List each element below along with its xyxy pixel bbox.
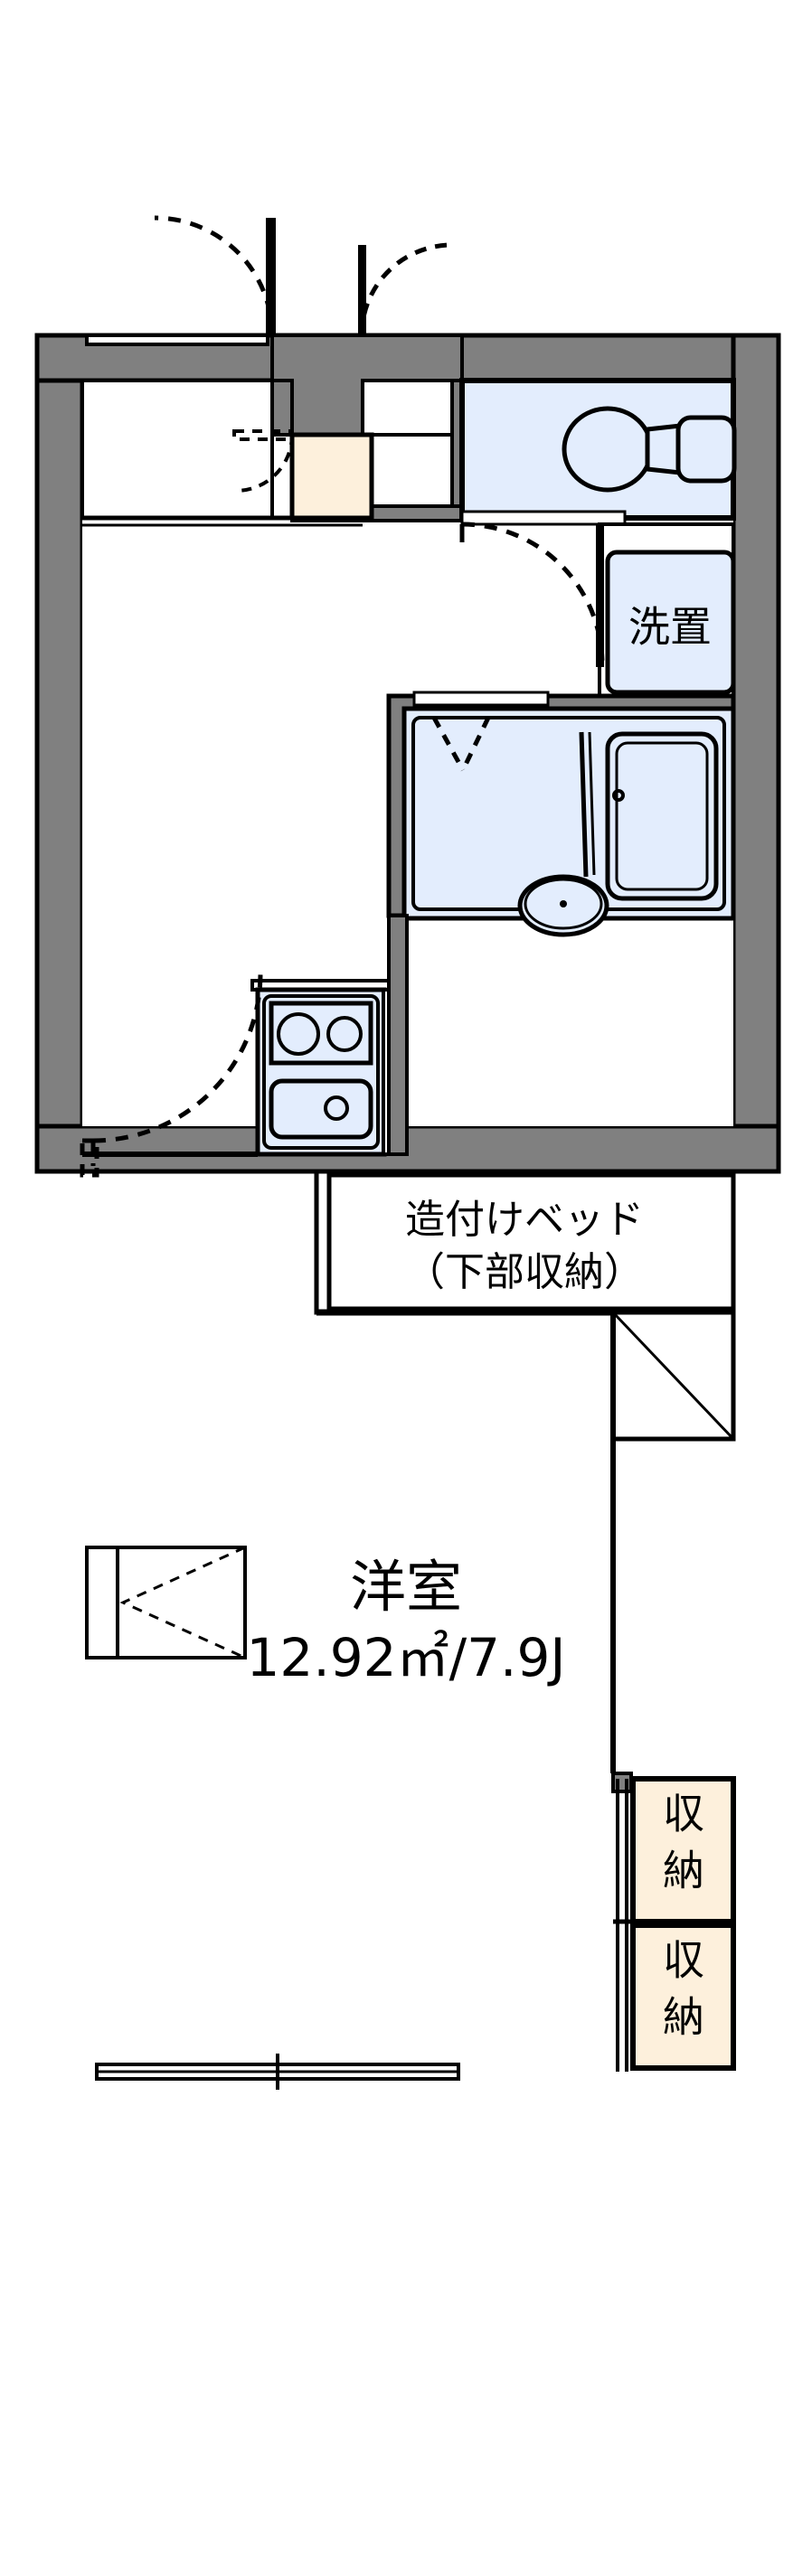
built-in-bed: 造付けベッド （下部収納） — [314, 1169, 736, 1315]
closet-upper-label-line2: 納 — [663, 1847, 704, 1895]
laundry-label: 洗置 — [628, 603, 712, 652]
toilet-room — [459, 378, 737, 521]
unit-bath — [386, 691, 736, 937]
washbasin-fixture — [517, 731, 609, 937]
shoe-cabinet — [289, 432, 374, 521]
balcony-window — [95, 2054, 460, 2090]
laundry-area: 洗置 — [598, 522, 736, 698]
closet-swing-door-small[interactable] — [232, 429, 294, 493]
closet-upper: 収 納 — [611, 1772, 736, 1925]
gas-stove-fixture — [269, 1001, 373, 1066]
washing-machine-area — [605, 550, 736, 695]
closet-upper-label-line1: 収 — [663, 1790, 704, 1838]
toilet-door-opening[interactable] — [460, 510, 627, 526]
burner-right-icon — [326, 1016, 363, 1052]
kitchen-sink-fixture — [269, 1078, 373, 1140]
washroom-door[interactable] — [459, 522, 605, 667]
drain-icon — [324, 1095, 349, 1121]
bath-door-opening[interactable] — [412, 691, 550, 707]
main-room-area: 12.92㎡/7.9J — [247, 1627, 566, 1688]
toilet-fixture — [562, 406, 737, 493]
window-left — [85, 1546, 247, 1659]
bath-door-swing[interactable] — [431, 716, 491, 772]
built-in-bed-label-line2: （下部収納） — [405, 1249, 644, 1295]
closet-lower-label-line1: 収 — [663, 1936, 704, 1985]
entrance-area — [80, 379, 363, 527]
upper-shelf-hatch — [610, 1310, 736, 1442]
burner-left-icon — [277, 1012, 320, 1056]
entry-door[interactable] — [85, 215, 276, 346]
kitchen-bath-partition — [387, 914, 409, 1156]
main-room: 洋室 12.92㎡/7.9J — [247, 1554, 566, 1688]
built-in-bed-label-line1: 造付けベッド — [405, 1197, 644, 1243]
closet-lower-label-line2: 納 — [663, 1993, 704, 2042]
kitchen-counter — [250, 979, 398, 1157]
closet-lower: 収 納 — [613, 1919, 736, 2072]
main-room-name: 洋室 — [350, 1554, 462, 1620]
bathtub-fixture — [605, 731, 719, 901]
